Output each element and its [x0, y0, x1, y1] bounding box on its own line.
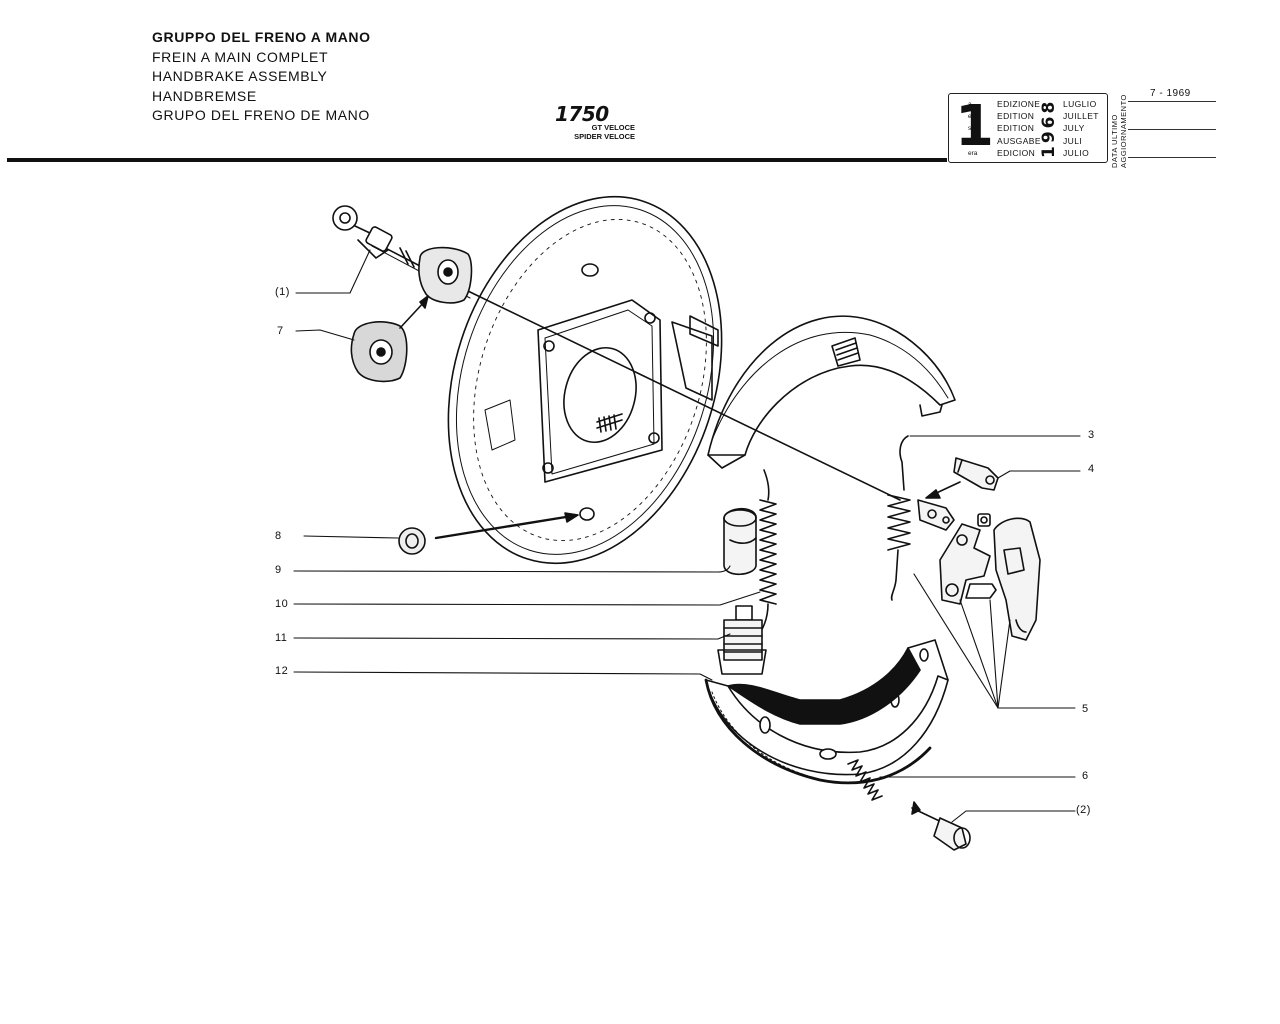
- hold-down-spring: [847, 759, 883, 801]
- callout-11: 11: [275, 632, 288, 644]
- header-rule: [7, 158, 947, 162]
- edition-number: 1: [955, 94, 994, 159]
- title-english: HANDBRAKE ASSEMBLY: [152, 68, 328, 85]
- upper-brake-shoe: [707, 315, 956, 469]
- edition-suffix: .: [968, 137, 970, 145]
- edition-month: JULY: [1063, 123, 1085, 134]
- edition-word: EDICION: [997, 147, 1036, 158]
- leader-7: [295, 329, 355, 341]
- edition-suffix: ere: [968, 113, 978, 121]
- bracket-small: [917, 499, 955, 531]
- leader-8: [303, 535, 399, 539]
- leader-lines: [293, 249, 1081, 823]
- callout-3: 3: [1088, 429, 1095, 441]
- cup-washer: [398, 512, 579, 555]
- callout-1: (1): [275, 286, 290, 298]
- leader-10: [293, 591, 761, 606]
- edition-box: [948, 93, 1108, 163]
- update-date: 7 - 1969: [1150, 88, 1191, 99]
- spring-cap: [723, 508, 757, 576]
- model-block: 1750 GT VELOCE SPIDER VELOCE: [555, 104, 637, 141]
- callout-4: 4: [1088, 463, 1095, 475]
- leader-5c: [989, 599, 999, 709]
- title-french: FREIN A MAIN COMPLET: [152, 48, 329, 65]
- leader-12: [293, 671, 713, 681]
- update-line: [1128, 101, 1216, 102]
- edition-months: LUGLIO JUILLET JULY JULI JULIO: [1063, 98, 1099, 159]
- hold-down-pin: [911, 801, 971, 851]
- grommet-loose: [350, 295, 429, 383]
- tension-spring-right: [887, 435, 911, 601]
- leader-5d: [997, 619, 1011, 709]
- leader-2: [951, 810, 1076, 823]
- edition-word: EDITION: [997, 111, 1035, 122]
- grommet-upper: [418, 246, 473, 304]
- leader-9: [293, 565, 731, 573]
- leader-5b: [959, 599, 999, 709]
- edition-words: EDIZIONE EDITION EDITION AUSGABE EDICION: [997, 98, 1041, 159]
- backing-plate: [447, 195, 723, 565]
- edition-suffix: era: [968, 149, 978, 157]
- leader-1: [295, 249, 371, 294]
- edition-month: JULI: [1063, 135, 1083, 146]
- title-german: HANDBREMSE: [152, 87, 257, 104]
- adjuster-wheel: [717, 605, 767, 675]
- edition-word: AUSGABE: [997, 135, 1041, 146]
- model-number: 1750: [555, 102, 609, 126]
- callout-2: (2): [1076, 804, 1091, 816]
- tension-spring-left: [757, 469, 777, 637]
- clevis-pin: [925, 457, 999, 499]
- title-spanish: GRUPO DEL FRENO DE MANO: [152, 107, 370, 124]
- edition-word: EDITION: [997, 123, 1035, 134]
- lever-assembly: [939, 513, 1041, 641]
- edition-suffix: a: [968, 101, 972, 108]
- callout-10: 10: [275, 598, 289, 610]
- model-variant-1: GT VELOCE: [591, 123, 635, 132]
- update-line: [1128, 129, 1216, 130]
- callout-6: 6: [1082, 770, 1089, 782]
- edition-month: JULIO: [1063, 147, 1090, 158]
- edition-suffix: st: [968, 125, 974, 133]
- callout-12: 12: [275, 665, 289, 677]
- callout-8: 8: [275, 530, 282, 542]
- leader-11: [293, 633, 731, 640]
- callout-7: 7: [277, 325, 284, 337]
- model-variant-2: SPIDER VELOCE: [574, 131, 635, 141]
- update-line: [1128, 157, 1216, 158]
- title-block: GRUPPO DEL FRENO A MANO FREIN A MAIN COM…: [152, 28, 371, 126]
- edition-month: LUGLIO: [1063, 99, 1097, 109]
- callout-5: 5: [1082, 703, 1089, 715]
- edition-month: JUILLET: [1063, 111, 1099, 122]
- edition-word: EDIZIONE: [997, 99, 1041, 109]
- handbrake-cable: [332, 205, 901, 501]
- callout-9: 9: [275, 564, 282, 576]
- title-italian: GRUPPO DEL FRENO A MANO: [152, 29, 371, 45]
- edition-suffixes: a ere st . era: [968, 99, 977, 160]
- leader-4: [997, 470, 1081, 479]
- lower-brake-shoe: [704, 639, 949, 785]
